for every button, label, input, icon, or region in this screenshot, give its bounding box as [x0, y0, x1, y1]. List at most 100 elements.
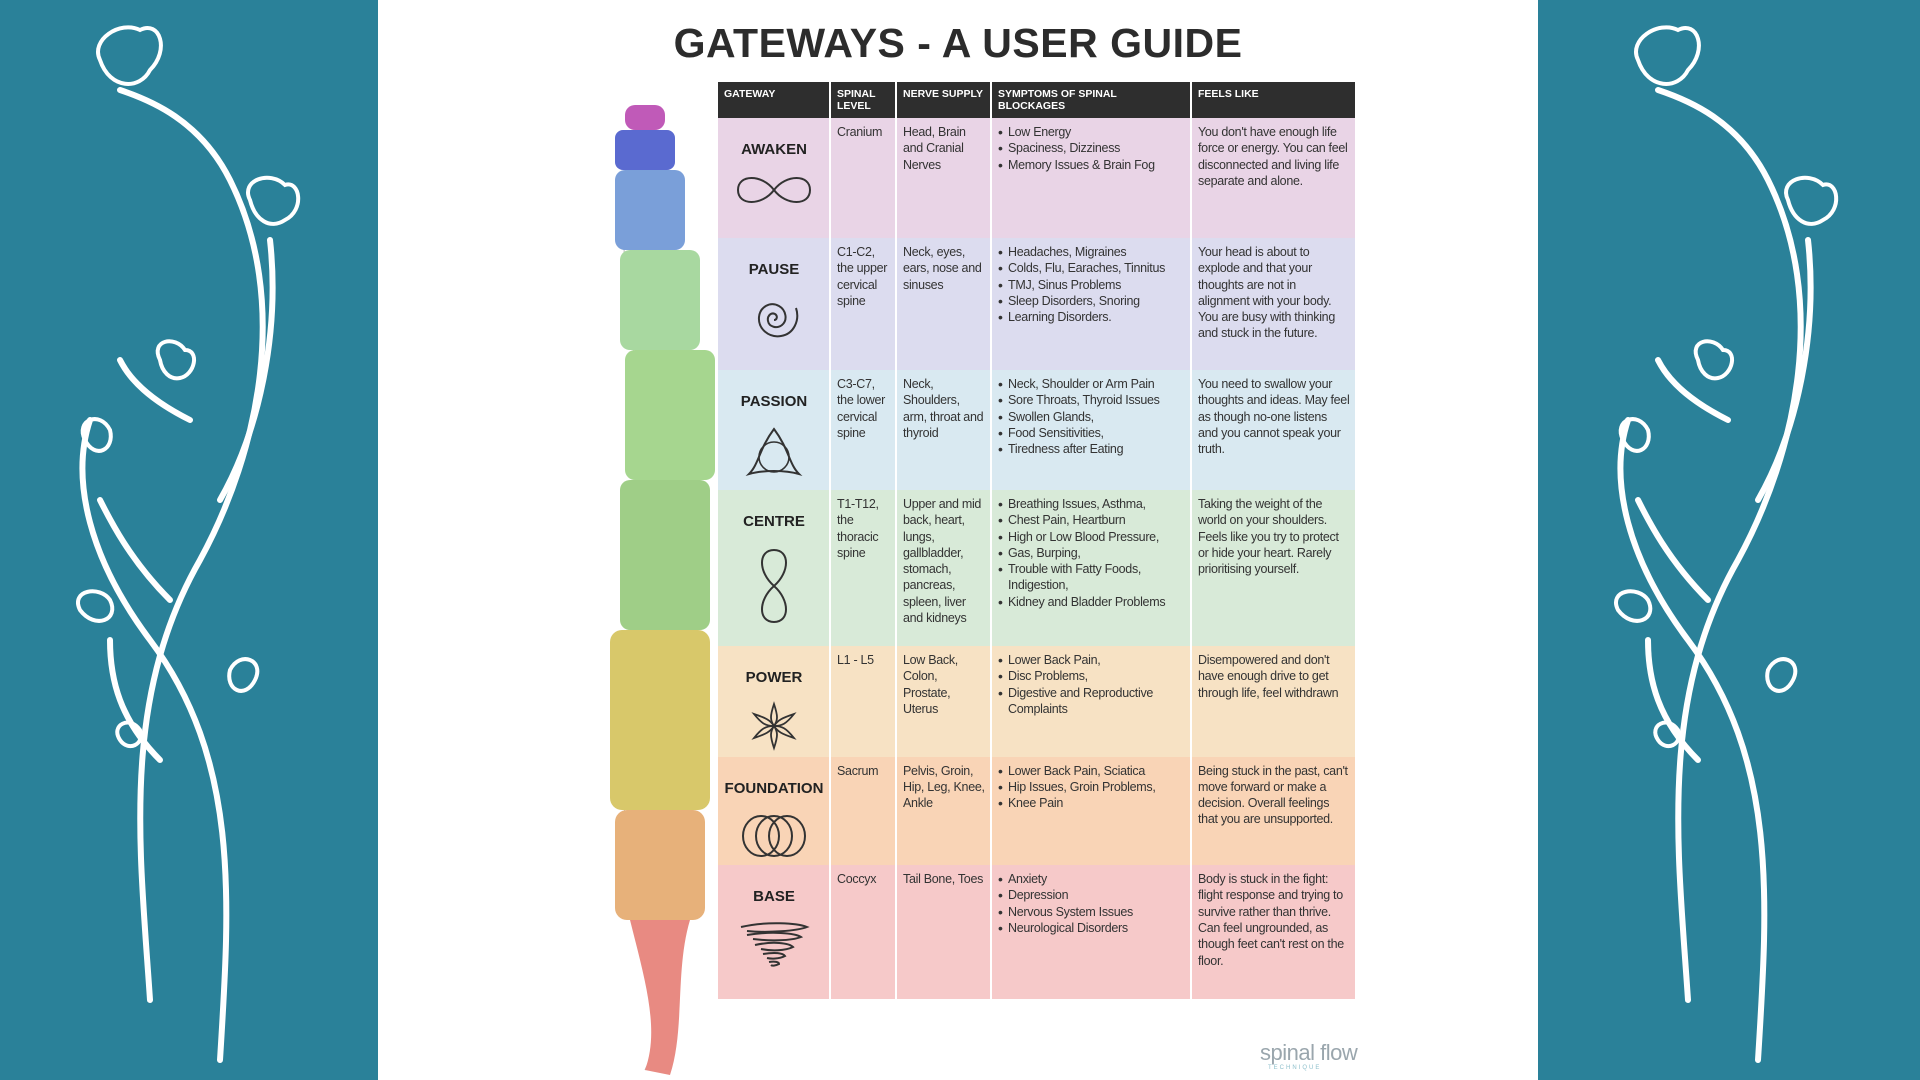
symptom-item: Anxiety: [998, 871, 1185, 888]
feels-like-cell: You need to swallow your thoughts and id…: [1198, 377, 1350, 457]
spine-illustration: [610, 105, 715, 1075]
figure-eight-icon: [724, 544, 824, 632]
symptom-item: Lower Back Pain, Sciatica: [998, 763, 1185, 780]
symptoms-cell: Lower Back Pain,Disc Problems,Digestive …: [991, 646, 1192, 757]
three-circles-icon: [724, 811, 824, 865]
gateway-cell: CENTRE: [718, 490, 831, 646]
symptom-item: High or Low Blood Pressure,: [998, 529, 1185, 546]
brand-logo: spinal flow: [1260, 1040, 1358, 1065]
symptom-item: Hip Issues, Groin Problems,: [998, 779, 1185, 796]
symptom-item: Food Sensitivities,: [998, 425, 1185, 442]
feels-like-cell: Your head is about to explode and that y…: [1198, 245, 1335, 341]
spinal-level-cell: C1-C2, the upper cervical spine: [830, 238, 897, 370]
feels-like-cell: Disempowered and don't have enough drive…: [1198, 653, 1339, 700]
gateway-cell: PAUSE: [718, 238, 831, 370]
nerve-supply-cell: Tail Bone, Toes: [896, 865, 992, 1000]
symptom-item: Disc Problems,: [998, 668, 1185, 685]
symptoms-list: Breathing Issues, Asthma,Chest Pain, Hea…: [998, 496, 1185, 610]
symptom-item: Tiredness after Eating: [998, 441, 1185, 458]
symptom-item: Breathing Issues, Asthma,: [998, 496, 1185, 513]
gateway-name: POWER: [745, 669, 803, 686]
spinal-level-cell: Sacrum: [830, 756, 897, 866]
gateway-table: GATEWAY SPINAL LEVEL NERVE SUPPLY SYMPTO…: [718, 82, 1355, 1000]
symptom-item: Colds, Flu, Earaches, Tinnitus: [998, 260, 1185, 277]
symptom-item: Memory Issues & Brain Fog: [998, 157, 1185, 174]
spinal-level-cell: Cranium: [830, 118, 897, 238]
vortex-icon: [724, 919, 824, 975]
gateway-cell: PASSION: [718, 370, 831, 490]
symptoms-list: Low EnergySpaciness, DizzinessMemory Iss…: [998, 124, 1185, 173]
nerve-supply-cell: Low Back, Colon, Prostate, Uterus: [896, 646, 992, 757]
spiral-icon: [724, 292, 824, 352]
right-floral-panel: [1538, 0, 1920, 1080]
symptoms-list: Neck, Shoulder or Arm PainSore Throats, …: [998, 376, 1185, 458]
feels-like-cell: Being stuck in the past, can't move forw…: [1198, 763, 1348, 827]
table-header-row: GATEWAY SPINAL LEVEL NERVE SUPPLY SYMPTO…: [718, 82, 1355, 118]
symptoms-cell: Breathing Issues, Asthma,Chest Pain, Hea…: [991, 490, 1192, 646]
symptom-item: Lower Back Pain,: [998, 652, 1185, 669]
symptoms-cell: Low EnergySpaciness, DizzinessMemory Iss…: [991, 118, 1192, 238]
feels-like-cell: You don't have enough life force or ener…: [1198, 125, 1348, 188]
triquetra-icon: [724, 424, 824, 484]
floral-decoration-icon: [1614, 25, 1839, 1063]
gateway-name: AWAKEN: [741, 141, 807, 158]
infinity-icon: [724, 172, 824, 212]
symptom-item: Neck, Shoulder or Arm Pain: [998, 376, 1185, 393]
nerve-supply-cell: Neck, eyes, ears, nose and sinuses: [896, 238, 992, 370]
left-floral-panel: [0, 0, 378, 1080]
page-title: GATEWAYS - A USER GUIDE: [673, 20, 1243, 66]
feels-like-cell: Taking the weight of the world on your s…: [1198, 497, 1339, 577]
header-feels-like: FEELS LIKE: [1191, 82, 1355, 118]
header-nerve-supply: NERVE SUPPLY: [896, 82, 992, 118]
symptom-item: Knee Pain: [998, 795, 1185, 812]
symptom-item: Swollen Glands,: [998, 409, 1185, 426]
symptoms-list: AnxietyDepressionNervous System IssuesNe…: [998, 871, 1185, 936]
gateway-name: BASE: [753, 888, 795, 906]
symptom-item: Chest Pain, Heartburn: [998, 512, 1185, 529]
gateway-name: PAUSE: [748, 261, 800, 278]
symptom-item: Nervous System Issues: [998, 904, 1185, 921]
nerve-supply-cell: Pelvis, Groin, Hip, Leg, Knee, Ankle: [896, 756, 992, 866]
spinal-level-cell: T1-T12, the thoracic spine: [830, 490, 897, 646]
symptom-item: Low Energy: [998, 124, 1185, 141]
gateway-name: PASSION: [740, 393, 808, 410]
gateway-name: FOUNDATION: [724, 779, 824, 797]
nerve-supply-cell: Upper and mid back, heart, lungs, gallbl…: [896, 490, 992, 646]
header-symptoms: SYMPTOMS OF SPINAL BLOCKAGES: [991, 82, 1192, 118]
symptoms-cell: Neck, Shoulder or Arm PainSore Throats, …: [991, 370, 1192, 490]
symptom-item: Sore Throats, Thyroid Issues: [998, 392, 1185, 409]
symptoms-cell: AnxietyDepressionNervous System IssuesNe…: [991, 865, 1192, 1000]
floral-decoration-icon: [76, 25, 301, 1063]
symptoms-cell: Lower Back Pain, SciaticaHip Issues, Gro…: [991, 756, 1192, 866]
symptom-item: Gas, Burping,: [998, 545, 1185, 562]
spinal-level-cell: Coccyx: [830, 865, 897, 1000]
symptom-item: TMJ, Sinus Problems: [998, 277, 1185, 294]
symptom-item: Spaciness, Dizziness: [998, 140, 1185, 157]
guide-page: GATEWAYS - A USER GUIDE GATEWAY SPINAL L…: [378, 0, 1538, 1080]
gateway-cell: FOUNDATION: [718, 756, 831, 866]
spinal-level-cell: C3-C7, the lower cervical spine: [830, 370, 897, 490]
nerve-supply-cell: Head, Brain and Cranial Nerves: [896, 118, 992, 238]
symptom-item: Kidney and Bladder Problems: [998, 594, 1185, 611]
header-spinal-level: SPINAL LEVEL: [830, 82, 897, 118]
feels-like-cell: Body is stuck in the fight: flight respo…: [1198, 872, 1344, 968]
symptom-item: Neurological Disorders: [998, 920, 1185, 937]
symptom-item: Learning Disorders.: [998, 309, 1185, 326]
brand-logo-sub: TECHNIQUE: [1268, 1065, 1322, 1071]
spinal-level-cell: L1 - L5: [830, 646, 897, 757]
symptoms-cell: Headaches, MigrainesColds, Flu, Earaches…: [991, 238, 1192, 370]
gateway-cell: BASE: [718, 865, 831, 1000]
symptom-item: Depression: [998, 887, 1185, 904]
symptoms-list: Lower Back Pain,Disc Problems,Digestive …: [998, 652, 1185, 717]
nerve-supply-cell: Neck, Shoulders, arm, throat and thyroid: [896, 370, 992, 490]
flower-star-icon: [724, 700, 824, 756]
gateway-name: CENTRE: [743, 513, 805, 530]
symptom-item: Digestive and Reproductive Complaints: [998, 685, 1185, 718]
